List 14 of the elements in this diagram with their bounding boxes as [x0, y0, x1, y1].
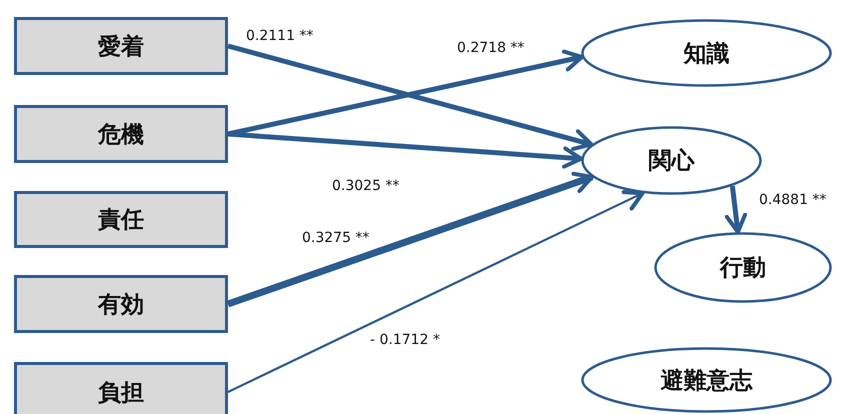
arrow: [227, 44, 594, 151]
arrow: [226, 172, 594, 308]
concept-ellipse: 行動: [654, 232, 832, 303]
variable-box: 有効: [14, 275, 228, 333]
variable-box: 危機: [14, 105, 228, 163]
variable-box: 責任: [14, 191, 228, 248]
arrow: [228, 190, 645, 393]
variable-box: 負担: [14, 362, 228, 414]
concept-ellipse: 関心: [581, 126, 762, 195]
variable-box: 愛着: [14, 17, 228, 75]
arrow: [724, 186, 748, 234]
arrow: [228, 132, 584, 169]
concept-ellipse: 知識: [581, 19, 832, 87]
concept-ellipse: 避難意志: [581, 347, 832, 413]
